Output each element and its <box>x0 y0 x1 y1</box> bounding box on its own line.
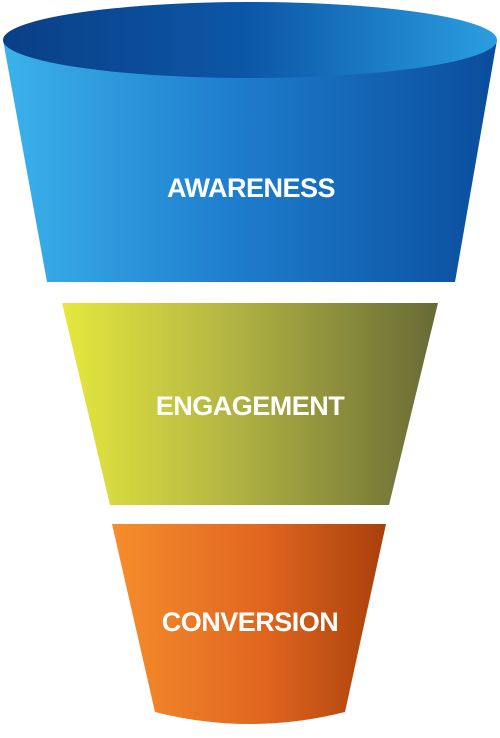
engagement-label: ENGAGEMENT <box>156 391 346 421</box>
awareness-label: AWARENESS <box>167 173 335 203</box>
engagement-segment <box>62 303 438 505</box>
stage-awareness: AWARENESS <box>3 2 497 282</box>
stage-conversion: CONVERSION <box>112 524 386 724</box>
funnel-top-rim <box>3 2 497 78</box>
stage-engagement: ENGAGEMENT <box>62 303 438 505</box>
conversion-segment <box>112 524 386 724</box>
conversion-label: CONVERSION <box>162 607 339 637</box>
awareness-segment <box>3 40 497 282</box>
